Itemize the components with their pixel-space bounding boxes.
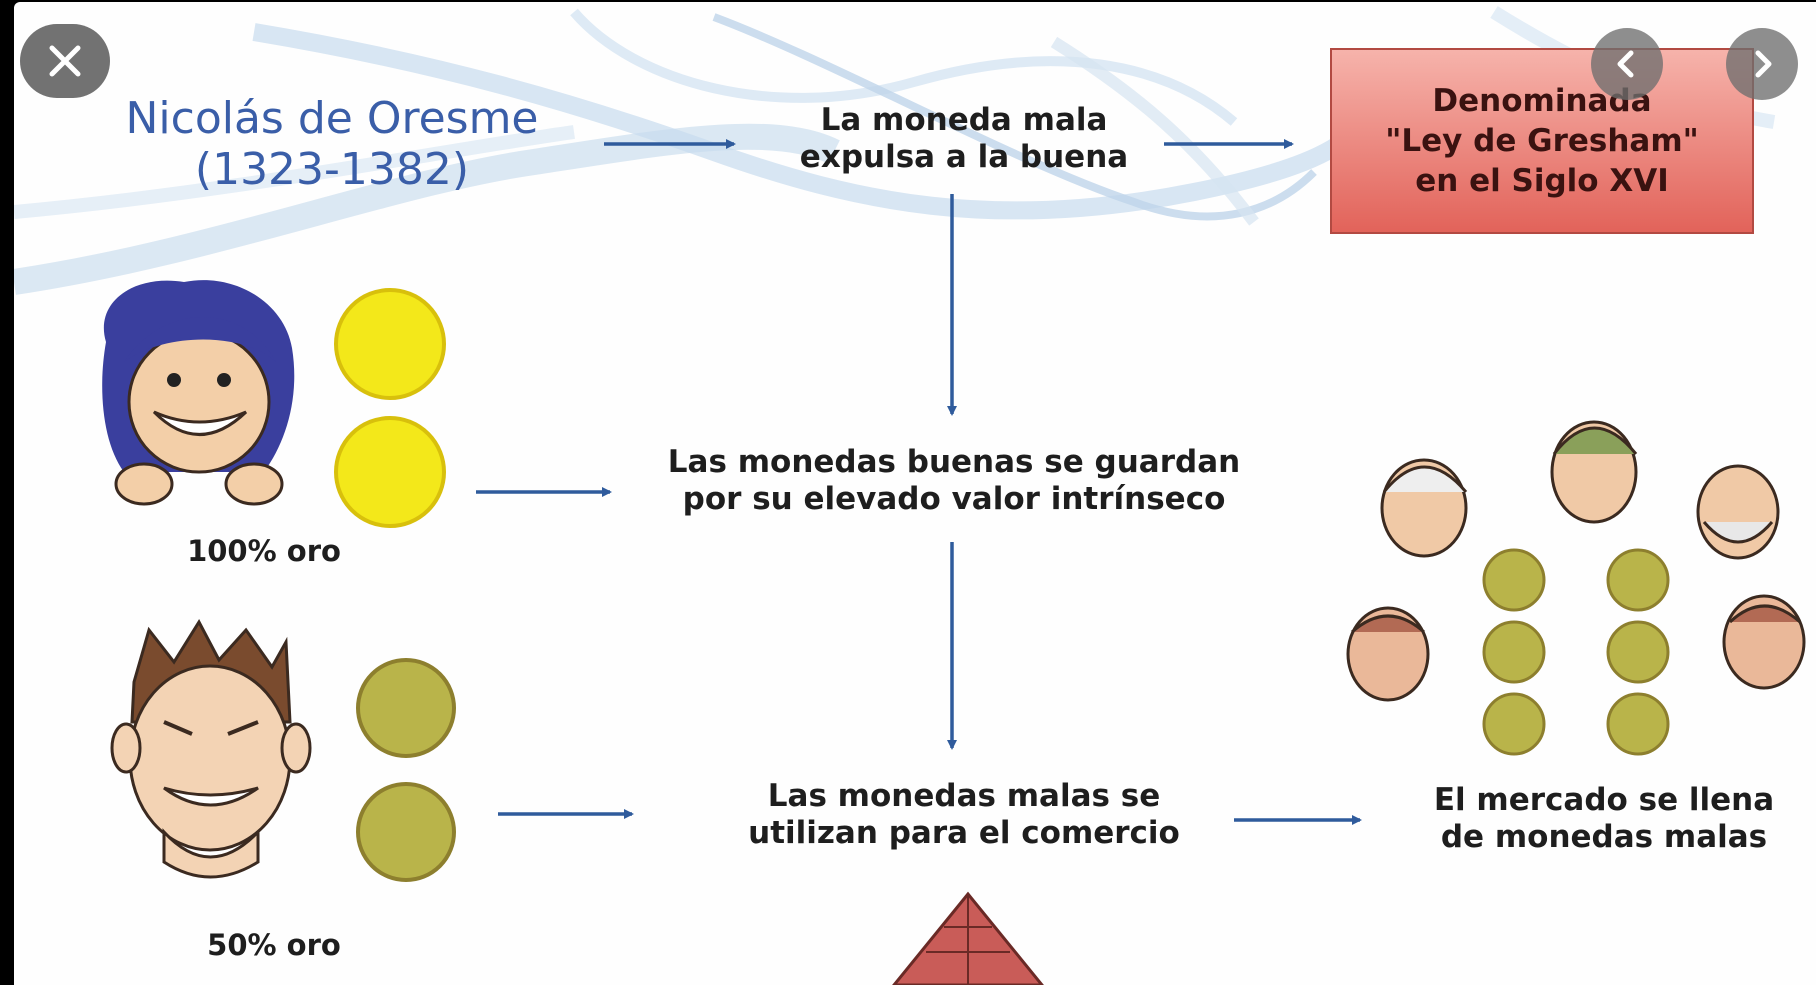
close-icon: [49, 45, 81, 77]
law-line-1: La moneda mala: [820, 102, 1108, 138]
bad-coin-icon: [1482, 692, 1546, 756]
gresham-line-2: "Ley de Gresham": [1385, 122, 1699, 159]
law-statement: La moneda mala expulsa a la buena: [754, 102, 1174, 176]
decorative-swirls: [14, 6, 1776, 295]
gresham-line-3: en el Siglo XVI: [1415, 163, 1669, 200]
flow-arrows: [476, 139, 1362, 825]
gold-100-label: 100% oro: [187, 534, 341, 568]
bad-coin-icon: [1606, 620, 1670, 684]
market-crowd: [1346, 420, 1806, 702]
market-line-2: de monedas malas: [1440, 819, 1768, 856]
gold-coins: [334, 288, 446, 528]
bad-coins-line-2: utilizan para el comercio: [748, 815, 1180, 852]
bad-coin-icon: [1606, 548, 1670, 612]
close-button[interactable]: [20, 24, 110, 98]
bad-coins-line-1: Las monedas malas se: [767, 778, 1161, 814]
gold-50-label: 50% oro: [207, 928, 341, 962]
diagram-graphics: [102, 139, 1806, 985]
author-years: (1323-1382): [194, 143, 470, 195]
bad-coins: [356, 658, 456, 882]
pyramid-icon: [892, 891, 1044, 985]
bad-coin-icon: [1606, 692, 1670, 756]
law-line-2: expulsa a la buena: [799, 139, 1129, 176]
diagram-image: Nicolás de Oresme (1323-1382) La moneda …: [14, 2, 1816, 985]
market-coins: [1482, 548, 1670, 756]
gresham-law-box: Denominada "Ley de Gresham" en el Siglo …: [1330, 48, 1754, 234]
chevron-right-icon: [1755, 50, 1772, 78]
happy-character-icon: [102, 280, 295, 506]
bad-coin-icon: [1482, 620, 1546, 684]
market-face-icon: [1696, 464, 1780, 560]
good-coins-line-2: por su elevado valor intrínseco: [682, 481, 1226, 518]
author-title: Nicolás de Oresme (1323-1382): [72, 93, 592, 195]
bad-coin-icon: [1482, 548, 1546, 612]
previous-image-button[interactable]: [1591, 28, 1663, 100]
next-image-button[interactable]: [1726, 28, 1798, 100]
good-coins-statement: Las monedas buenas se guardan por su ele…: [634, 444, 1274, 518]
gold-coin-icon: [334, 288, 446, 400]
sly-character-icon: [110, 618, 312, 879]
author-name: Nicolás de Oresme: [125, 93, 539, 144]
chevron-left-icon: [1617, 50, 1634, 78]
bad-coin-icon: [356, 658, 456, 758]
market-line-1: El mercado se llena: [1433, 782, 1775, 818]
market-statement: El mercado se llena de monedas malas: [1394, 782, 1814, 856]
good-coins-line-1: Las monedas buenas se guardan: [667, 444, 1241, 480]
bad-coin-icon: [356, 782, 456, 882]
bad-coins-statement: Las monedas malas se utilizan para el co…: [704, 778, 1224, 852]
gold-coin-icon: [334, 416, 446, 528]
